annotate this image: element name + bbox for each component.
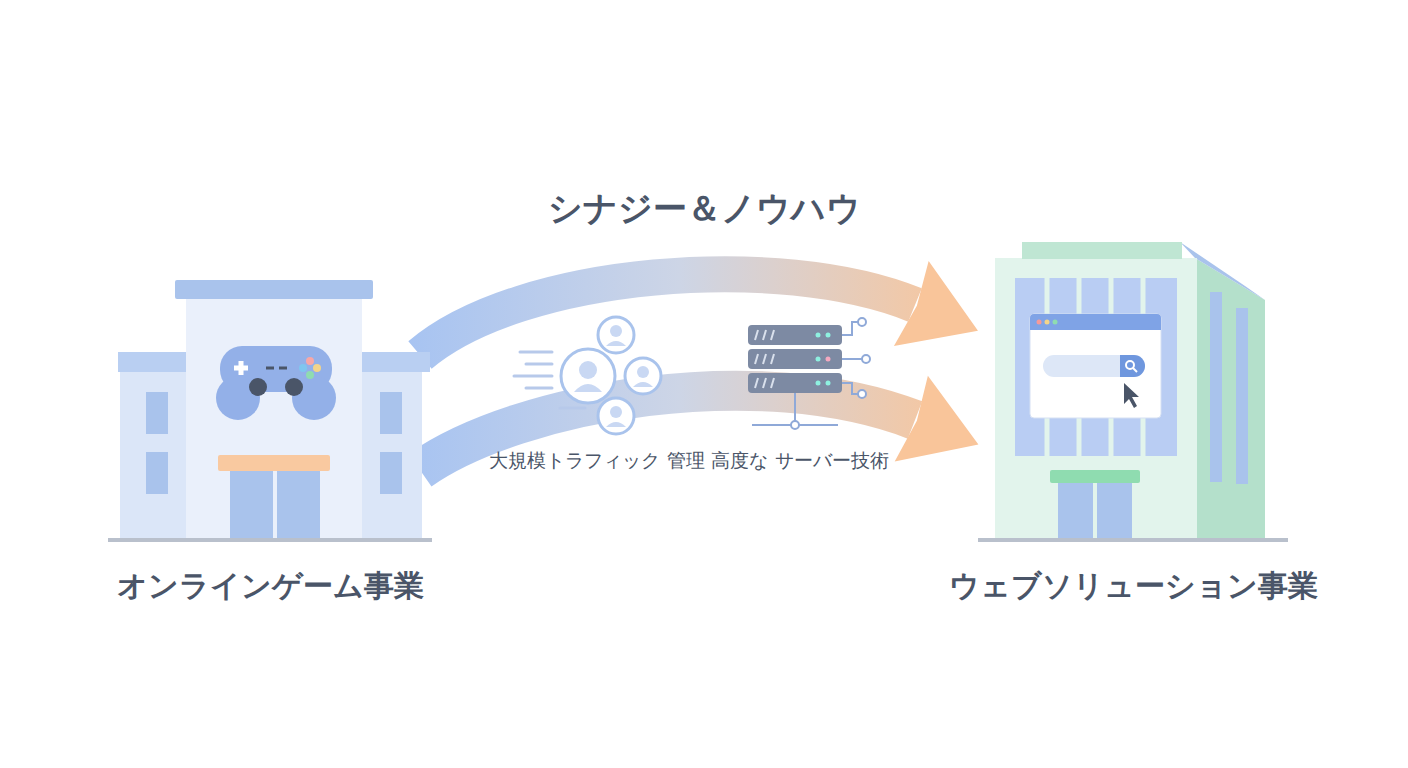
browser-window xyxy=(1030,314,1161,418)
server-vents xyxy=(755,330,774,388)
game-building-node: オンラインゲーム事業 xyxy=(108,280,432,542)
window xyxy=(380,392,402,434)
building-label: ウェブソリューション事業 xyxy=(949,566,1318,607)
wire-end xyxy=(791,421,799,429)
side-stripe xyxy=(1210,292,1222,482)
side-stripe xyxy=(1236,308,1248,484)
door xyxy=(1097,483,1132,540)
game-building xyxy=(108,280,432,542)
window-dot xyxy=(1053,320,1058,325)
building-wing xyxy=(360,352,422,540)
joystick xyxy=(249,378,267,396)
user-head xyxy=(579,361,597,379)
status-led xyxy=(826,357,831,362)
search-button xyxy=(1120,355,1145,377)
door-awning xyxy=(1050,470,1140,483)
ground-line xyxy=(108,538,432,542)
wire-end xyxy=(862,355,870,363)
door xyxy=(277,471,320,540)
select-buttons xyxy=(266,367,287,370)
wing-roof xyxy=(358,352,430,372)
server-base xyxy=(752,393,838,425)
button xyxy=(299,364,307,372)
speed-line xyxy=(560,407,585,410)
server-icon xyxy=(748,318,870,429)
arrow-shaft xyxy=(420,274,915,355)
building-wing xyxy=(120,352,188,540)
feature-label: 大規模トラフィック 管理 xyxy=(447,446,747,475)
window xyxy=(380,452,402,494)
user-circle xyxy=(561,349,615,403)
button xyxy=(306,371,314,379)
search-bar xyxy=(1043,355,1145,377)
status-led xyxy=(816,381,821,386)
window-dot xyxy=(1037,320,1042,325)
user-head xyxy=(637,366,649,378)
door xyxy=(1058,483,1093,540)
arrow-head xyxy=(894,261,978,346)
building-front xyxy=(995,258,1197,540)
speed-line xyxy=(526,387,552,390)
door-awning xyxy=(218,455,330,471)
window xyxy=(146,452,168,494)
mouse-cursor xyxy=(1124,383,1139,408)
user-body xyxy=(606,341,626,346)
user-head xyxy=(610,325,622,337)
server-unit xyxy=(748,325,842,345)
speed-line xyxy=(520,351,552,354)
building-side xyxy=(1195,258,1265,540)
building-group xyxy=(978,242,1288,540)
user-circle xyxy=(598,317,634,353)
user-circle xyxy=(625,358,661,394)
user-head xyxy=(610,406,622,418)
user-body xyxy=(574,384,602,392)
button xyxy=(306,357,314,365)
user-body xyxy=(633,382,653,387)
browser-header xyxy=(1030,314,1161,330)
window xyxy=(146,392,168,434)
user-circle xyxy=(598,398,634,434)
magnifier xyxy=(1126,361,1134,369)
building-group xyxy=(108,280,432,540)
d-pad xyxy=(234,361,248,375)
wire-end xyxy=(858,318,866,326)
server-unit xyxy=(748,349,842,369)
web-building-node: ウェブソリューション事業 xyxy=(978,240,1288,542)
web-building xyxy=(978,240,1288,542)
building-roof xyxy=(1022,242,1182,259)
traffic-icon xyxy=(514,317,661,434)
building-label: オンラインゲーム事業 xyxy=(117,566,424,607)
curved-arrow xyxy=(420,261,978,355)
window-dot xyxy=(1045,320,1050,325)
speed-line xyxy=(514,375,552,378)
door xyxy=(230,471,273,540)
button xyxy=(313,364,321,372)
ground-line xyxy=(978,538,1288,542)
window-grid xyxy=(1015,278,1177,456)
joystick xyxy=(285,378,303,396)
status-led xyxy=(826,333,831,338)
status-led xyxy=(816,357,821,362)
status-led xyxy=(816,333,821,338)
user-body xyxy=(606,422,626,427)
server-unit xyxy=(748,373,842,393)
feature-label: 高度な サーバー技術 xyxy=(690,446,910,475)
building-roof xyxy=(175,280,373,299)
wing-roof xyxy=(118,352,190,372)
building-body xyxy=(186,296,362,540)
status-led xyxy=(826,381,831,386)
magnifier xyxy=(1133,368,1137,372)
speed-line xyxy=(526,363,552,366)
server-wire xyxy=(842,322,862,394)
diagram-title: シナジー＆ノウハウ xyxy=(0,186,1408,232)
game-controller xyxy=(216,346,336,420)
wire-end xyxy=(858,390,866,398)
arrow-head xyxy=(895,376,979,462)
